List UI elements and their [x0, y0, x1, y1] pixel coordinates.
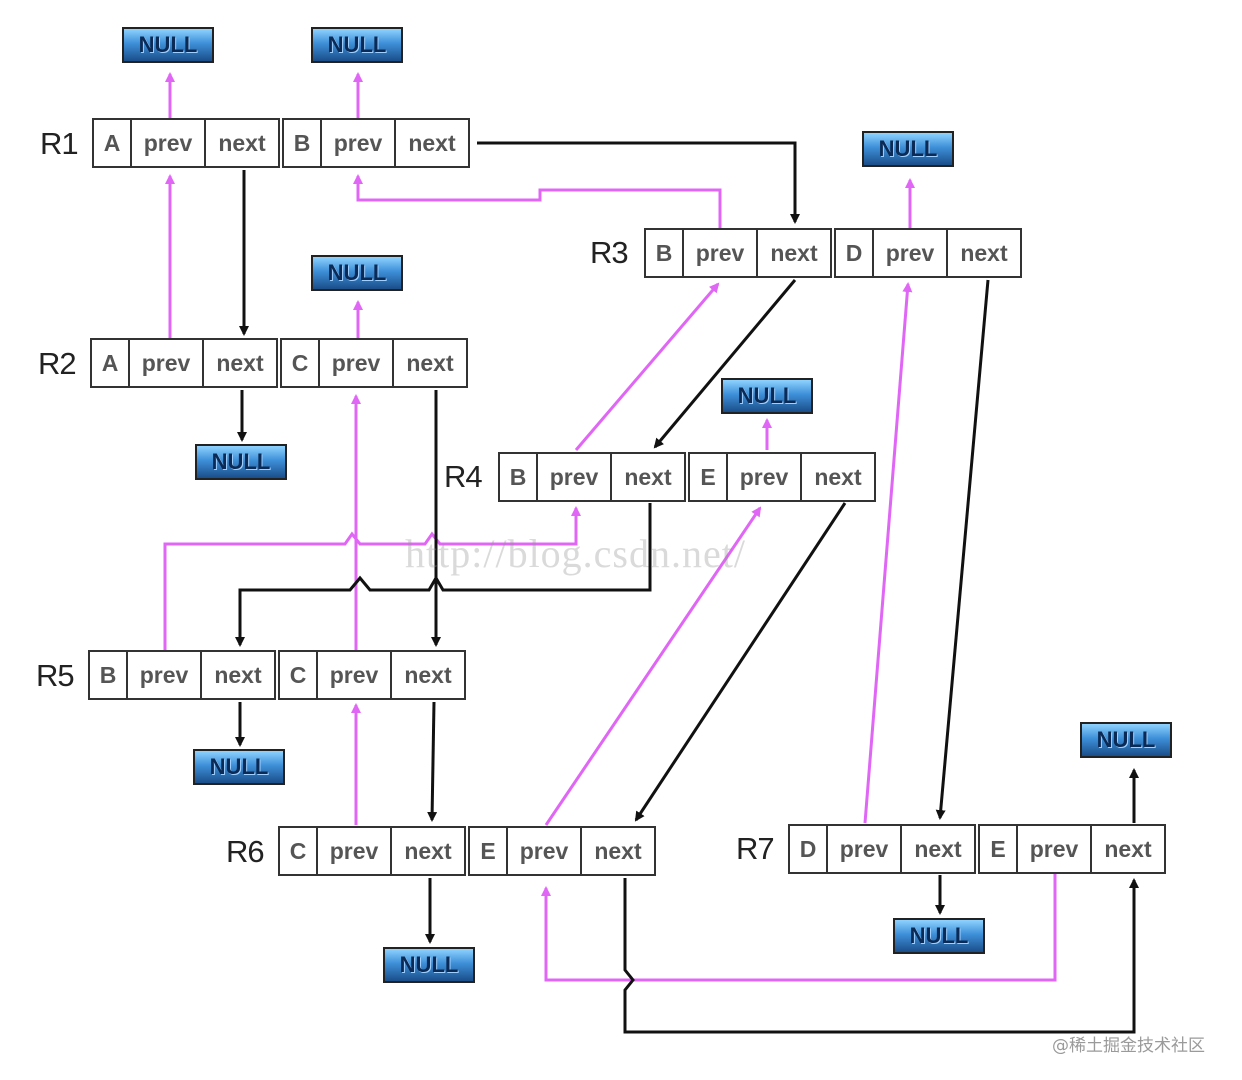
r4-b-next-link — [235, 503, 652, 647]
prev-field: prev — [128, 340, 202, 386]
node-d: D prev next — [788, 824, 976, 874]
node-letter: A — [103, 129, 121, 156]
row-r2: A prev next C prev next — [90, 338, 468, 388]
prev-field: prev — [320, 120, 394, 166]
node-c: C prev next — [280, 338, 468, 388]
watermark-text: http://blog.csdn.net/ — [405, 531, 746, 576]
next-field: next — [394, 120, 468, 166]
r6-e-prev-link — [544, 506, 762, 826]
null-box: NULL — [893, 918, 985, 954]
node-letter: B — [509, 463, 527, 490]
r7-e-prev-link — [541, 873, 1057, 982]
next-field: next — [580, 828, 654, 874]
node-letter: C — [291, 349, 309, 376]
next-field: next — [204, 120, 278, 166]
prev-field: prev — [506, 828, 580, 874]
node-e: E prev next — [688, 452, 876, 502]
next-field: next — [200, 652, 274, 698]
node-b: B prev next — [88, 650, 276, 700]
row-r4: B prev next E prev next — [498, 452, 876, 502]
r6-e-next-link — [623, 878, 1139, 1034]
node-d: D prev next — [834, 228, 1022, 278]
prev-field: prev — [682, 230, 756, 276]
node-c: C prev next — [278, 650, 466, 700]
node-letter: A — [101, 349, 119, 376]
row-label-r7: R7 — [736, 831, 775, 866]
row-label-r6: R6 — [226, 834, 265, 869]
prev-field: prev — [126, 652, 200, 698]
r3-b-prev-link — [353, 174, 722, 228]
null-box: NULL — [311, 255, 403, 291]
next-field: next — [390, 828, 464, 874]
prev-field: prev — [130, 120, 204, 166]
next-field: next — [756, 230, 830, 276]
row-r7: D prev next E prev next — [788, 824, 1166, 874]
node-letter: B — [293, 129, 311, 156]
null-box: NULL — [383, 947, 475, 983]
r4-e-next-link — [634, 502, 847, 822]
null-box: NULL — [862, 131, 954, 167]
node-e: E prev next — [468, 826, 656, 876]
row-label-r2: R2 — [38, 346, 77, 381]
node-letter: E — [480, 837, 496, 864]
node-c: C prev next — [278, 826, 466, 876]
node-letter: B — [99, 661, 117, 688]
prev-field: prev — [536, 454, 610, 500]
node-letter: C — [289, 661, 307, 688]
node-letter: B — [655, 239, 673, 266]
r3-b-next-link — [653, 279, 797, 449]
r7-d-prev-link — [863, 282, 913, 824]
null-box: NULL — [1080, 722, 1172, 758]
row-label-r1: R1 — [40, 126, 79, 161]
node-b: B prev next — [644, 228, 832, 278]
prev-field: prev — [318, 340, 392, 386]
next-field: next — [390, 652, 464, 698]
next-field: next — [946, 230, 1020, 276]
null-box: NULL — [122, 27, 214, 63]
r1-b-next-link — [477, 141, 800, 224]
null-box: NULL — [193, 749, 285, 785]
next-field: next — [1090, 826, 1164, 872]
row-label-r5: R5 — [36, 658, 75, 693]
r5-c-next-link — [427, 701, 438, 822]
next-field: next — [392, 340, 466, 386]
next-field: next — [610, 454, 684, 500]
next-field: next — [900, 826, 974, 872]
null-box: NULL — [195, 444, 287, 480]
prev-field: prev — [872, 230, 946, 276]
node-letter: C — [289, 837, 307, 864]
prev-field: prev — [826, 826, 900, 872]
node-letter: D — [799, 835, 817, 862]
row-r5: B prev next C prev next — [88, 650, 466, 700]
row-r3: B prev next D prev next — [644, 228, 1022, 278]
row-label-r3: R3 — [590, 235, 629, 270]
node-b: B prev next — [282, 118, 470, 168]
row-r6: C prev next E prev next — [278, 826, 656, 876]
node-b: B prev next — [498, 452, 686, 502]
prev-field: prev — [1016, 826, 1090, 872]
credit-text: @稀土掘金技术社区 — [1052, 1036, 1205, 1056]
prev-field: prev — [316, 652, 390, 698]
row-r1: A prev next B prev next — [92, 118, 470, 168]
next-field: next — [202, 340, 276, 386]
node-a: A prev next — [92, 118, 280, 168]
r5-b-prev-link — [163, 506, 581, 650]
node-letter: E — [700, 463, 716, 490]
prev-field: prev — [726, 454, 800, 500]
node-e: E prev next — [978, 824, 1166, 874]
row-label-r4: R4 — [444, 459, 483, 494]
next-field: next — [800, 454, 874, 500]
r4-b-prev-link — [574, 282, 720, 451]
node-a: A prev next — [90, 338, 278, 388]
node-letter: E — [990, 835, 1006, 862]
node-letter: D — [845, 239, 863, 266]
null-box: NULL — [721, 378, 813, 414]
prev-field: prev — [316, 828, 390, 874]
r3-d-next-link — [935, 279, 990, 820]
null-box: NULL — [311, 27, 403, 63]
